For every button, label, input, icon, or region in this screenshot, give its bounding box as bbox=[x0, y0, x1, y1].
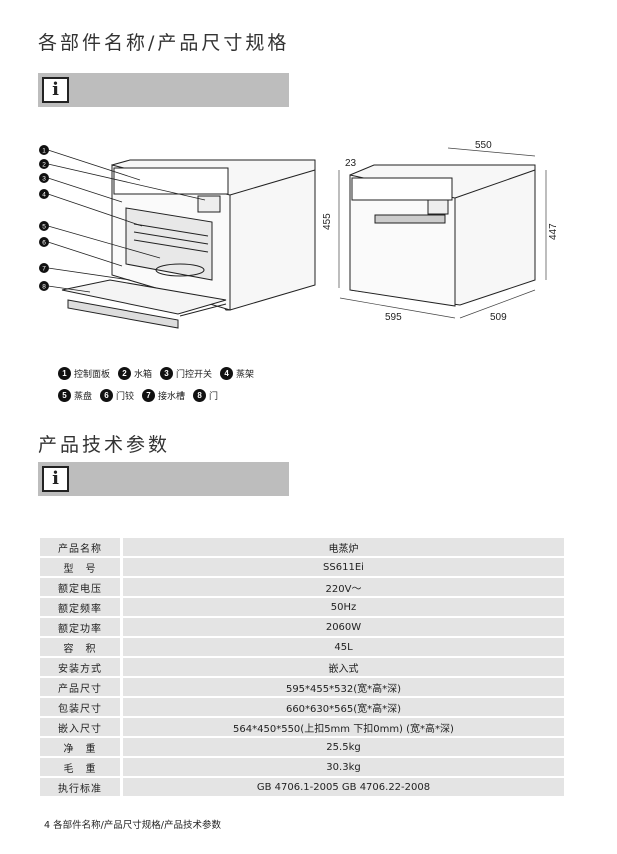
svg-text:7: 7 bbox=[42, 266, 46, 273]
oven-dimension-drawing bbox=[349, 164, 536, 307]
dim-depth-side: 509 bbox=[490, 312, 507, 323]
info-banner: i bbox=[38, 462, 289, 496]
legend-number-3: 3 bbox=[160, 366, 174, 380]
oven-diagram: 1 2 3 4 5 6 7 8 23 550 455 595 509 447 bbox=[30, 140, 570, 340]
table-row: 产品名称电蒸炉 bbox=[40, 538, 564, 556]
legend-number-4: 4 bbox=[220, 366, 234, 380]
info-banner: i bbox=[38, 73, 289, 107]
page-footer: 4 各部件名称/产品尺寸规格/产品技术参数 bbox=[44, 820, 221, 831]
info-icon: i bbox=[42, 77, 69, 103]
info-icon: i bbox=[42, 466, 69, 492]
legend-number-7: 7 bbox=[142, 388, 156, 402]
dim-thickness: 23 bbox=[345, 158, 357, 169]
dim-depth-top: 550 bbox=[475, 140, 492, 151]
legend-number-5: 5 bbox=[58, 388, 71, 402]
callout-7: 7 bbox=[39, 263, 49, 273]
callout-1: 1 bbox=[39, 145, 49, 155]
callout-3: 3 bbox=[39, 173, 49, 183]
section-title-parts: 各部件名称/产品尺寸规格 bbox=[38, 32, 290, 54]
callout-5: 5 bbox=[39, 221, 49, 231]
svg-text:2: 2 bbox=[42, 162, 46, 169]
svg-text:6: 6 bbox=[42, 240, 46, 247]
dim-width-front: 595 bbox=[385, 312, 402, 323]
oven-perspective-drawing bbox=[61, 159, 316, 329]
callout-4: 4 bbox=[39, 189, 49, 199]
svg-text:8: 8 bbox=[42, 284, 46, 291]
svg-text:1: 1 bbox=[42, 148, 46, 155]
section-title-specs: 产品技术参数 bbox=[38, 434, 171, 456]
legend-number-2: 2 bbox=[118, 366, 132, 380]
dim-height-front: 455 bbox=[322, 213, 333, 230]
legend-number-1: 1 bbox=[58, 366, 71, 380]
table-row: 安装方式嵌入式 bbox=[40, 658, 564, 676]
oven-illustration: 1 2 3 4 5 6 7 8 23 550 455 595 509 447 bbox=[39, 140, 559, 329]
dim-height-side: 447 bbox=[548, 223, 559, 240]
svg-text:4: 4 bbox=[42, 192, 46, 199]
svg-text:3: 3 bbox=[42, 176, 46, 183]
legend-number-8: 8 bbox=[193, 388, 207, 402]
legend-number-6: 6 bbox=[100, 388, 114, 402]
svg-text:5: 5 bbox=[42, 224, 46, 231]
callout-8: 8 bbox=[39, 281, 49, 291]
callout-2: 2 bbox=[39, 159, 49, 169]
callout-6: 6 bbox=[39, 237, 49, 247]
